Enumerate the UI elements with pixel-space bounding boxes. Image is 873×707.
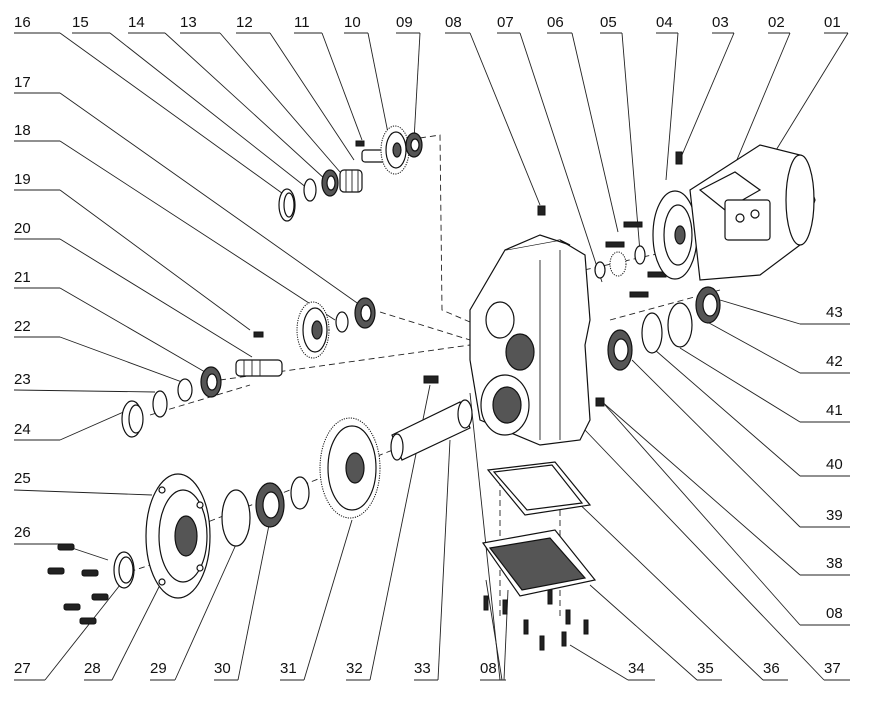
label-27: 27 — [14, 660, 31, 677]
vent-plug-08 — [537, 205, 546, 216]
label-01: 01 — [824, 14, 841, 31]
key-11 — [355, 140, 365, 147]
key-32 — [423, 375, 439, 384]
terminal-box-02 — [724, 199, 771, 241]
label-41: 41 — [826, 402, 843, 419]
label-03: 03 — [712, 14, 729, 31]
label-32: 32 — [346, 660, 363, 677]
label-22: 22 — [14, 318, 31, 335]
label-10: 10 — [344, 14, 361, 31]
label-34: 34 — [628, 660, 645, 677]
spacer-30 — [290, 476, 310, 510]
circlip-42 — [667, 302, 693, 348]
label-08-top: 08 — [445, 14, 462, 31]
label-35: 35 — [697, 660, 714, 677]
output-shaft-group — [47, 375, 473, 625]
label-16: 16 — [14, 14, 31, 31]
intermediate-shaft-group — [121, 297, 376, 438]
bottom-callouts: 28 29 30 31 32 33 08 34 35 36 37 — [84, 384, 850, 681]
label-29: 29 — [150, 660, 167, 677]
ring-41 — [641, 312, 663, 354]
gear-housing — [469, 205, 591, 446]
label-18: 18 — [14, 122, 31, 139]
pinion-shaft — [235, 359, 283, 377]
label-40: 40 — [826, 456, 843, 473]
label-39: 39 — [826, 507, 843, 524]
label-12: 12 — [236, 14, 253, 31]
label-24: 24 — [14, 421, 31, 438]
motor-group — [594, 144, 816, 407]
screws-34 — [483, 589, 589, 651]
pinion-06 — [609, 251, 627, 277]
ring-15 — [303, 178, 317, 202]
label-08-right: 08 — [826, 605, 843, 622]
label-23: 23 — [14, 371, 31, 388]
label-30: 30 — [214, 660, 231, 677]
oring-28 — [221, 489, 251, 547]
fitting-03 — [675, 151, 683, 165]
top-callouts: 16 15 14 13 12 11 10 09 08 07 06 05 — [14, 14, 849, 283]
label-43: 43 — [826, 304, 843, 321]
label-33: 33 — [414, 660, 431, 677]
oring-07 — [594, 261, 606, 279]
label-06: 06 — [547, 14, 564, 31]
label-07: 07 — [497, 14, 514, 31]
bolts-26 — [47, 543, 109, 625]
label-09: 09 — [396, 14, 413, 31]
label-14: 14 — [128, 14, 145, 31]
washer-05 — [634, 245, 646, 265]
ring-22 — [177, 378, 193, 402]
label-08-bottom: 08 — [480, 660, 497, 677]
label-20: 20 — [14, 220, 31, 237]
label-28: 28 — [84, 660, 101, 677]
left-callouts: 17 18 19 20 21 22 23 24 25 26 27 — [13, 74, 361, 681]
label-25: 25 — [14, 470, 31, 487]
key-19 — [253, 331, 264, 338]
bottom-cover-group — [481, 461, 597, 651]
label-02: 02 — [768, 14, 785, 31]
label-17: 17 — [14, 74, 31, 91]
plug-39 — [595, 397, 605, 407]
label-36: 36 — [763, 660, 780, 677]
label-38: 38 — [826, 555, 843, 572]
label-37: 37 — [824, 660, 841, 677]
right-callouts: 43 42 41 40 39 38 08 — [599, 299, 850, 626]
label-15: 15 — [72, 14, 89, 31]
circlip-23 — [152, 390, 168, 418]
label-04: 04 — [656, 14, 673, 31]
label-05: 05 — [600, 14, 617, 31]
label-13: 13 — [180, 14, 197, 31]
pinion-13 — [339, 169, 363, 193]
label-21: 21 — [14, 269, 31, 286]
label-42: 42 — [826, 353, 843, 370]
input-shaft-group — [278, 125, 423, 222]
label-26: 26 — [14, 524, 31, 541]
label-11: 11 — [294, 14, 310, 31]
label-31: 31 — [280, 660, 297, 677]
label-19: 19 — [14, 171, 31, 188]
